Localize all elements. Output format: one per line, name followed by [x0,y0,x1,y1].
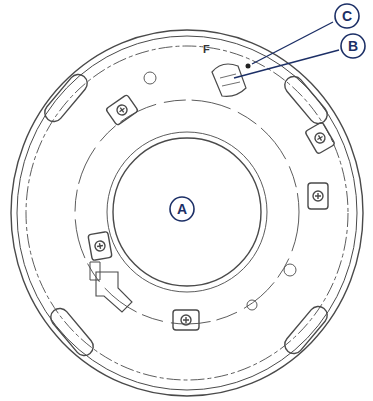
part-marking: F [203,44,210,55]
boss [144,72,156,84]
center-opening [113,138,261,286]
callout-letter: B [348,39,358,53]
opening-lip [107,132,267,292]
terminal [305,122,335,155]
link-clip [90,262,100,280]
terminal [308,183,328,209]
terminal [106,94,139,125]
terminal [88,231,112,260]
rim-inner-edge [17,36,357,390]
terminal [173,310,199,330]
mounting-slot [281,73,331,127]
mounting-slot [41,71,91,125]
leader-line [252,22,333,64]
indicator-dot [246,64,251,69]
callout-circle: A [169,196,195,222]
callout-letter: C [342,9,352,23]
outer-rim [11,30,363,396]
mounting-slot [47,305,97,359]
callout-letter: A [177,202,187,216]
terminal-track [75,100,299,324]
rim-step [26,46,348,380]
boss [247,300,257,310]
tab-ribs [220,74,240,86]
mounting-slot [281,303,331,357]
release-tab [212,64,246,96]
callout-circle: C [334,3,360,29]
boss [284,264,296,276]
callout-circle: B [340,33,366,59]
leader-line [234,50,339,78]
link-strip [96,272,132,312]
